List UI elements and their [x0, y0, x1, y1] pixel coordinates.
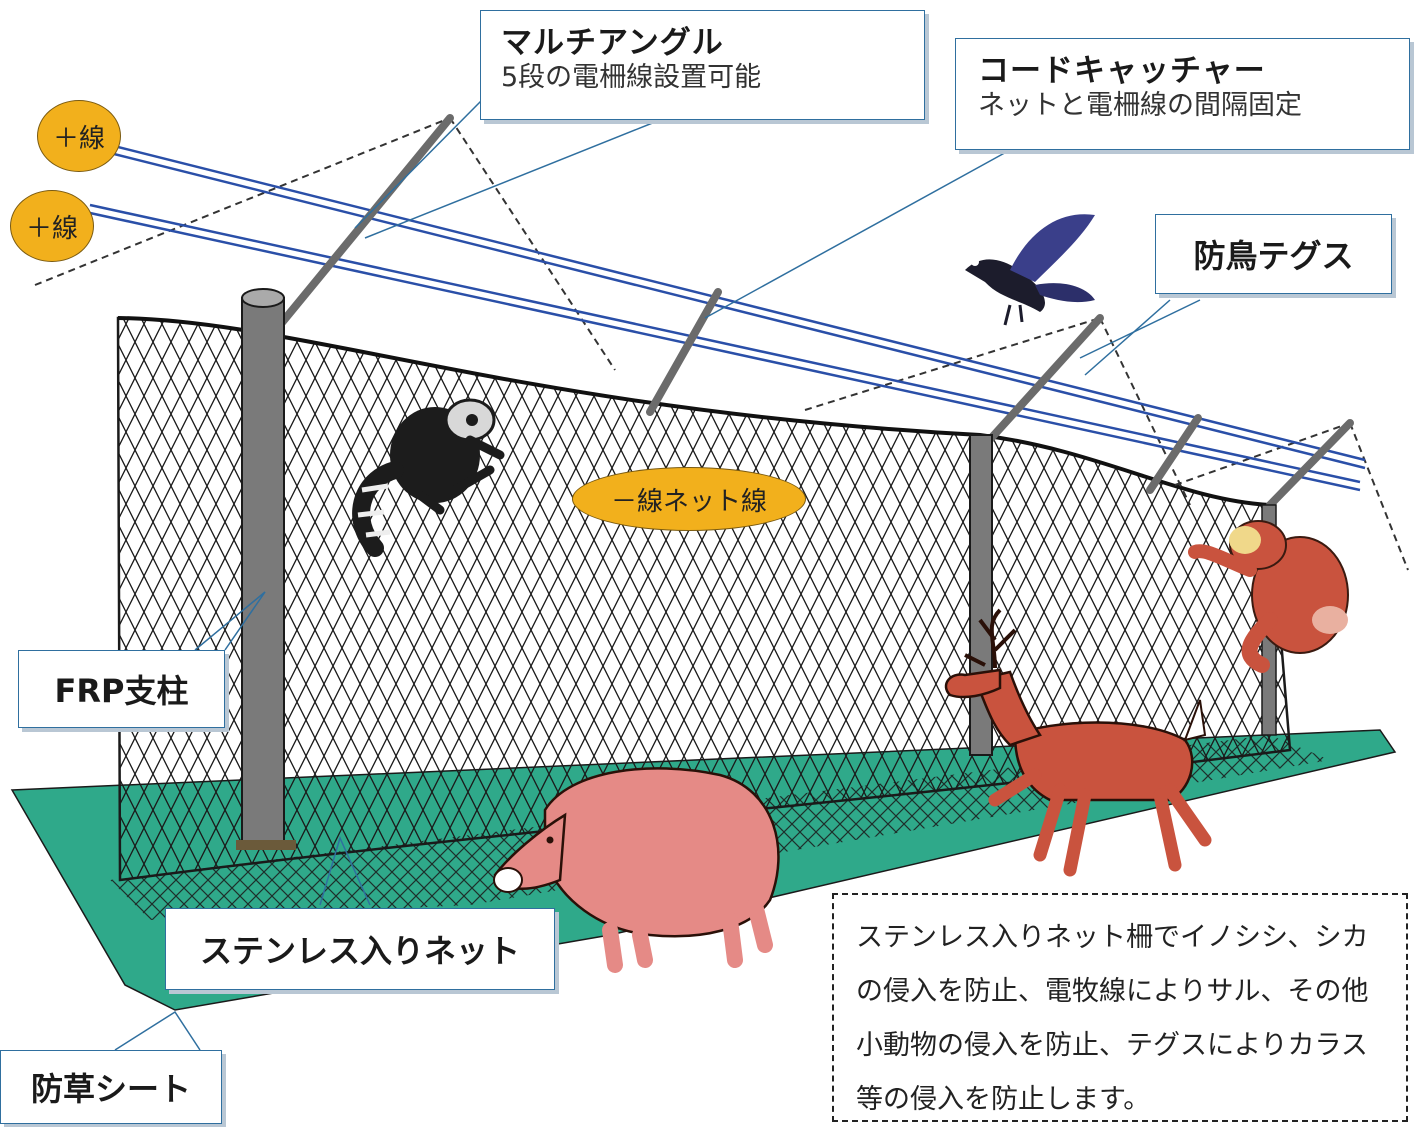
cord-catcher-callout: コードキャッチャー ネットと電柵線の間隔固定: [955, 38, 1410, 150]
explanation-box: ステンレス入りネット柵でイノシシ、シカの侵入を防止、電牧線によりサル、その他小動…: [832, 893, 1408, 1122]
cord-catcher-sub: ネットと電柵線の間隔固定: [978, 90, 1302, 122]
multi-angle-title: マルチアングル: [501, 25, 724, 61]
bird-line-callout: 防鳥テグス: [1155, 214, 1392, 294]
plus-wire-badge-1: ＋線: [37, 100, 121, 172]
multi-angle-sub: 5段の電柵線設置可能: [501, 62, 762, 94]
bird-line-dashed: [34, 117, 1409, 571]
crow-illustration: [965, 214, 1095, 326]
plus-wire-badge-2: ＋線: [10, 190, 94, 262]
cord-catcher-title: コードキャッチャー: [978, 53, 1266, 89]
monkey-illustration: [1188, 520, 1349, 673]
weed-sheet-callout: 防草シート: [0, 1050, 222, 1124]
deer-illustration: [944, 608, 1212, 877]
explanation-text: ステンレス入りネット柵でイノシシ、シカの侵入を防止、電牧線によりサル、その他小動…: [856, 922, 1369, 1115]
plus-wires: [89, 143, 1366, 492]
boar-illustration: [493, 767, 780, 973]
leader-lines: [114, 99, 1201, 1051]
minus-net-badge: －線ネット線: [572, 467, 806, 531]
frp-post-callout: FRP支柱: [18, 650, 225, 728]
multi-angle-arms: [276, 114, 1354, 509]
raccoon-illustration: [352, 398, 505, 557]
stainless-net-callout: ステンレス入りネット: [165, 908, 555, 990]
multi-angle-callout: マルチアングル 5段の電柵線設置可能: [480, 10, 925, 120]
frp-post-main: [236, 288, 296, 850]
